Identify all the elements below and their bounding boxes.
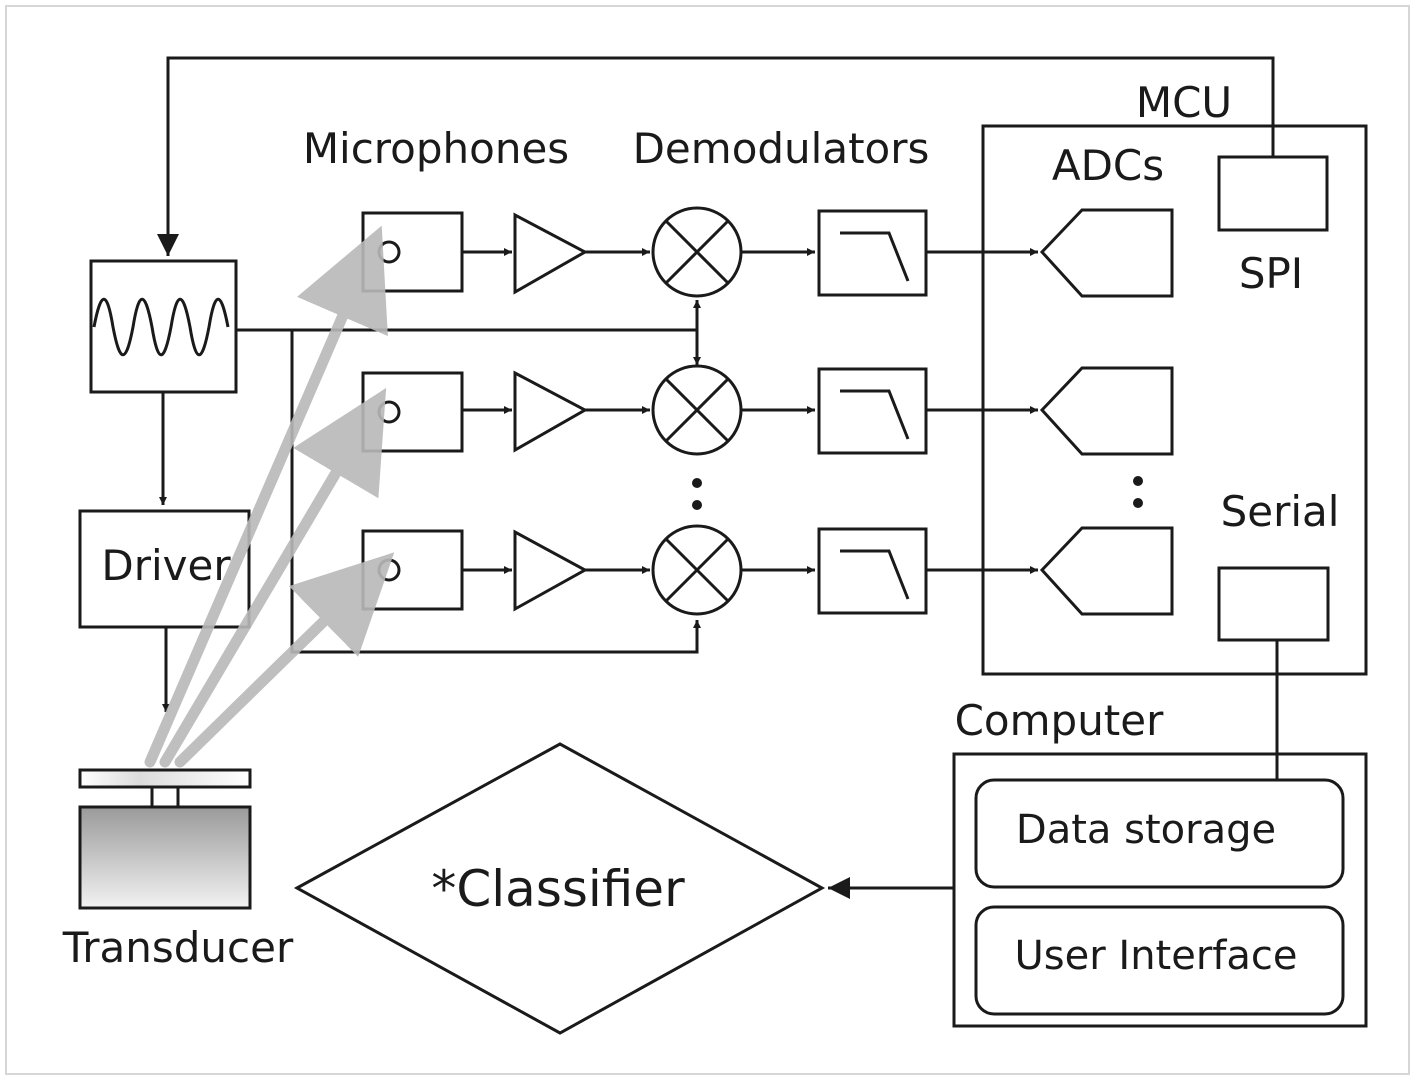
mcu-label: MCU: [1136, 78, 1232, 127]
adc: [1039, 208, 1174, 298]
driver-label: Driver: [101, 541, 231, 590]
spi-feedback-line: [157, 56, 1275, 256]
adc: [1039, 366, 1174, 456]
mixer-icon: [651, 206, 743, 298]
low-pass-filter: [817, 527, 928, 615]
mixer-icon: [651, 364, 743, 456]
microphone-icon: [377, 240, 401, 264]
ellipsis-icon: [692, 476, 1143, 510]
amplifier: [513, 370, 589, 453]
classifier-block: [293, 742, 826, 1035]
sine-wave-icon: [92, 297, 230, 357]
transducer-icon: [78, 768, 252, 910]
computer-block: [952, 752, 1368, 1028]
microphones-label: Microphones: [303, 124, 569, 173]
amplifier: [513, 212, 589, 295]
spi-label: SPI: [1239, 249, 1303, 298]
spi-block: [1217, 155, 1329, 232]
user-interface-label: User Interface: [1015, 933, 1298, 979]
data-storage-block: [974, 778, 1345, 889]
user-interface-block: [974, 905, 1345, 1016]
computer-label: Computer: [955, 696, 1165, 745]
demodulators-label: Demodulators: [633, 124, 930, 173]
serial-label: Serial: [1221, 487, 1340, 536]
serial-block: [1217, 566, 1330, 642]
amplifier: [513, 529, 589, 612]
oscillator-block: [89, 259, 238, 394]
channel-2: [361, 364, 1174, 456]
adc: [1039, 526, 1174, 616]
acoustic-beams: [144, 225, 395, 768]
microphone-icon: [377, 558, 401, 582]
microphone-icon: [377, 400, 401, 424]
mixer-icon: [651, 524, 743, 616]
low-pass-filter: [817, 367, 928, 455]
data-storage-label: Data storage: [1016, 807, 1276, 853]
transducer-label: Transducer: [62, 923, 294, 972]
classifier-label: *Classifier: [431, 860, 685, 918]
mcu-block: [981, 124, 1368, 676]
low-pass-filter: [817, 209, 928, 297]
adcs-label: ADCs: [1052, 141, 1164, 190]
reference-line-bottom: [290, 330, 701, 654]
